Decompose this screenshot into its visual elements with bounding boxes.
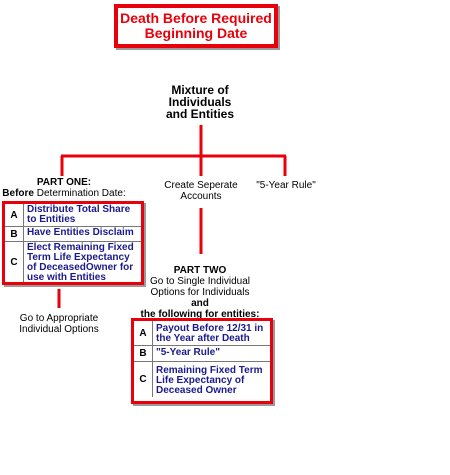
individual-options-node: Go to Appropriate Individual Options (2, 313, 116, 335)
part-one-option-c: C Elect Remaining Fixed Term Life Expect… (5, 241, 141, 283)
option-text: Payout Before 12/31 in the Year after De… (156, 323, 264, 344)
part-two-line-2: Options for Individuals (150, 287, 250, 298)
part-two-options-table: A Payout Before 12/31 in the Year after … (131, 318, 273, 404)
option-letter: A (134, 321, 153, 345)
part-two-line-1: Go to Single Individual (149, 276, 251, 287)
option-letter: C (134, 362, 153, 397)
root-line-3: and Entities (165, 107, 234, 121)
separate-line-1: Create Seperate (164, 180, 238, 191)
part-two-option-c: C Remaining Fixed Term Life Expectancy o… (134, 361, 270, 397)
title-line-2: Beginning Date (144, 25, 248, 41)
part-one-sub-rest: Determination Date: (33, 188, 126, 199)
option-text: Remaining Fixed Term Life Expectancy of … (156, 365, 263, 396)
option-letter: A (5, 204, 24, 226)
part-one-subheading: Before Determination Date: (2, 188, 126, 199)
separate-accounts-node: Create Seperate Accounts (151, 180, 251, 202)
part-two-heading: PART TWO (173, 265, 227, 276)
part-two-option-b: B "5-Year Rule" (134, 345, 270, 361)
root-node: Mixture of Individuals and Entities (150, 84, 250, 120)
part-two-line-3: and (191, 298, 209, 309)
option-text: Have Entities Disclaim (27, 227, 134, 238)
option-text: Elect Remaining Fixed Term Life Expectan… (27, 242, 134, 283)
root-line-2: Individuals (168, 95, 232, 109)
part-one-options-table: A Distribute Total Share to Entities B H… (2, 201, 144, 285)
individual-options-line-2: Individual Options (19, 324, 99, 335)
part-one-sub-bold: Before (2, 188, 34, 199)
separate-line-2: Accounts (180, 191, 222, 202)
option-letter: B (134, 346, 153, 361)
part-two-line-4: the following for entities: (140, 309, 260, 320)
option-letter: C (5, 242, 24, 282)
part-two-heading-block: PART TWO Go to Single Individual Options… (120, 265, 280, 320)
five-year-rule-node: "5-Year Rule" (256, 180, 316, 191)
option-text: "5-Year Rule" (156, 347, 220, 358)
option-text: Distribute Total Share to Entities (27, 204, 131, 225)
root-line-1: Mixture of (171, 83, 229, 97)
title-line-1: Death Before Required (120, 10, 272, 26)
title-box: Death Before Required Beginning Date (114, 4, 278, 48)
part-one-option-a: A Distribute Total Share to Entities (5, 204, 141, 226)
option-letter: B (5, 227, 24, 241)
part-two-option-a: A Payout Before 12/31 in the Year after … (134, 321, 270, 345)
part-one-heading-block: PART ONE: Before Determination Date: (2, 177, 126, 199)
part-one-option-b: B Have Entities Disclaim (5, 226, 141, 241)
part-one-heading: PART ONE: (36, 177, 92, 188)
individual-options-line-1: Go to Appropriate (19, 313, 99, 324)
